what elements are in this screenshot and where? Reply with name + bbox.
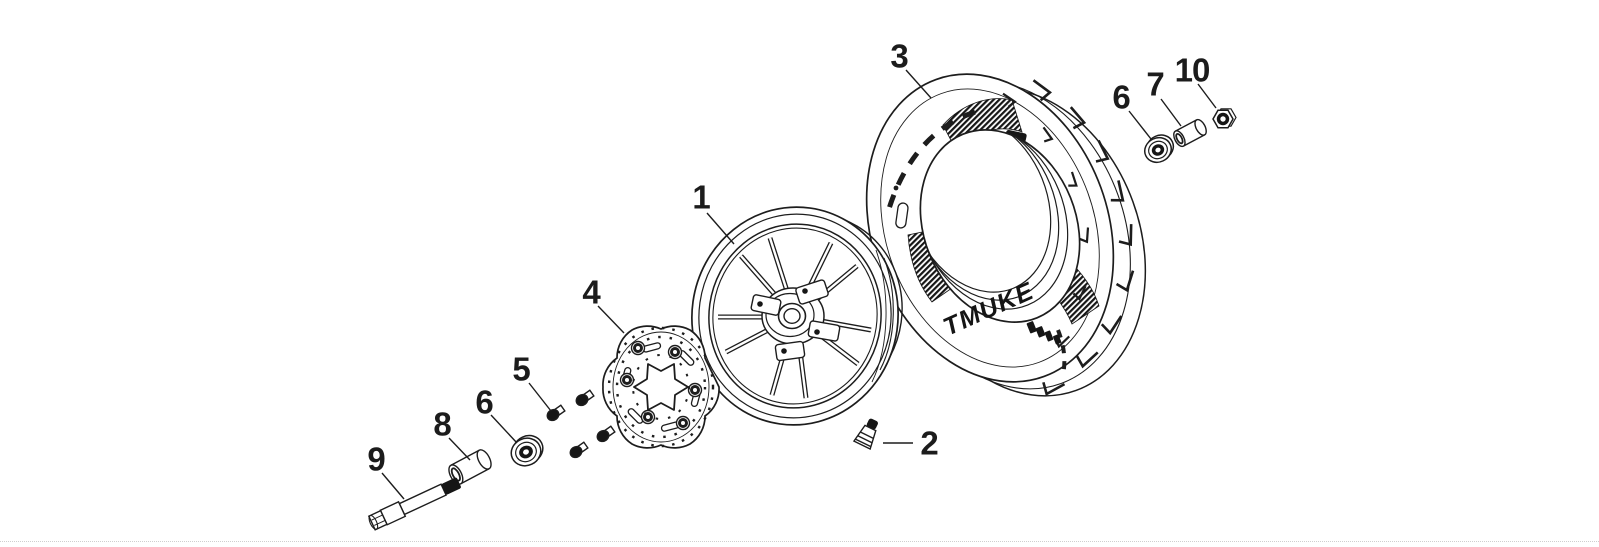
bottom-divider-line [0, 541, 1599, 542]
brake-disc-drawing [602, 325, 720, 449]
callout-2: 2 [920, 424, 938, 462]
callout-10: 10 [1174, 51, 1211, 89]
spacer-bushing-drawing [1173, 118, 1207, 148]
tire-tread-blocks [1002, 79, 1135, 396]
wheel-bearing-right-drawing [1144, 134, 1175, 164]
callout-6-left: 6 [475, 383, 493, 421]
wheel-spokes [718, 237, 872, 399]
axle-nut-drawing [1212, 108, 1237, 129]
callout-6-right: 6 [1112, 78, 1130, 116]
valve-stem-drawing [852, 418, 878, 451]
callout-3: 3 [890, 37, 908, 75]
wheel-bearing-left-drawing [510, 434, 544, 467]
callout-9: 9 [367, 440, 385, 478]
wheel-rim-drawing [691, 206, 903, 426]
disc-drill-holes-inner [615, 335, 707, 439]
callout-7: 7 [1146, 65, 1164, 103]
tire-logo-small-marks [1026, 321, 1062, 345]
hub-lug-blocks [750, 279, 841, 362]
callout-8: 8 [433, 405, 451, 443]
callout-4: 4 [582, 273, 600, 311]
front-axle-drawing [367, 477, 461, 531]
wheel-hub [750, 279, 841, 362]
disc-rivets [619, 340, 703, 431]
callout-1: 1 [692, 178, 710, 216]
disc-drill-holes-outer [607, 326, 715, 448]
callout-5: 5 [512, 350, 530, 388]
leader-lines [381, 69, 1217, 500]
disc-bolts-drawing [546, 389, 616, 459]
disc-center-cutout [633, 363, 689, 411]
tire-drawing: TMUKE [865, 73, 1147, 397]
